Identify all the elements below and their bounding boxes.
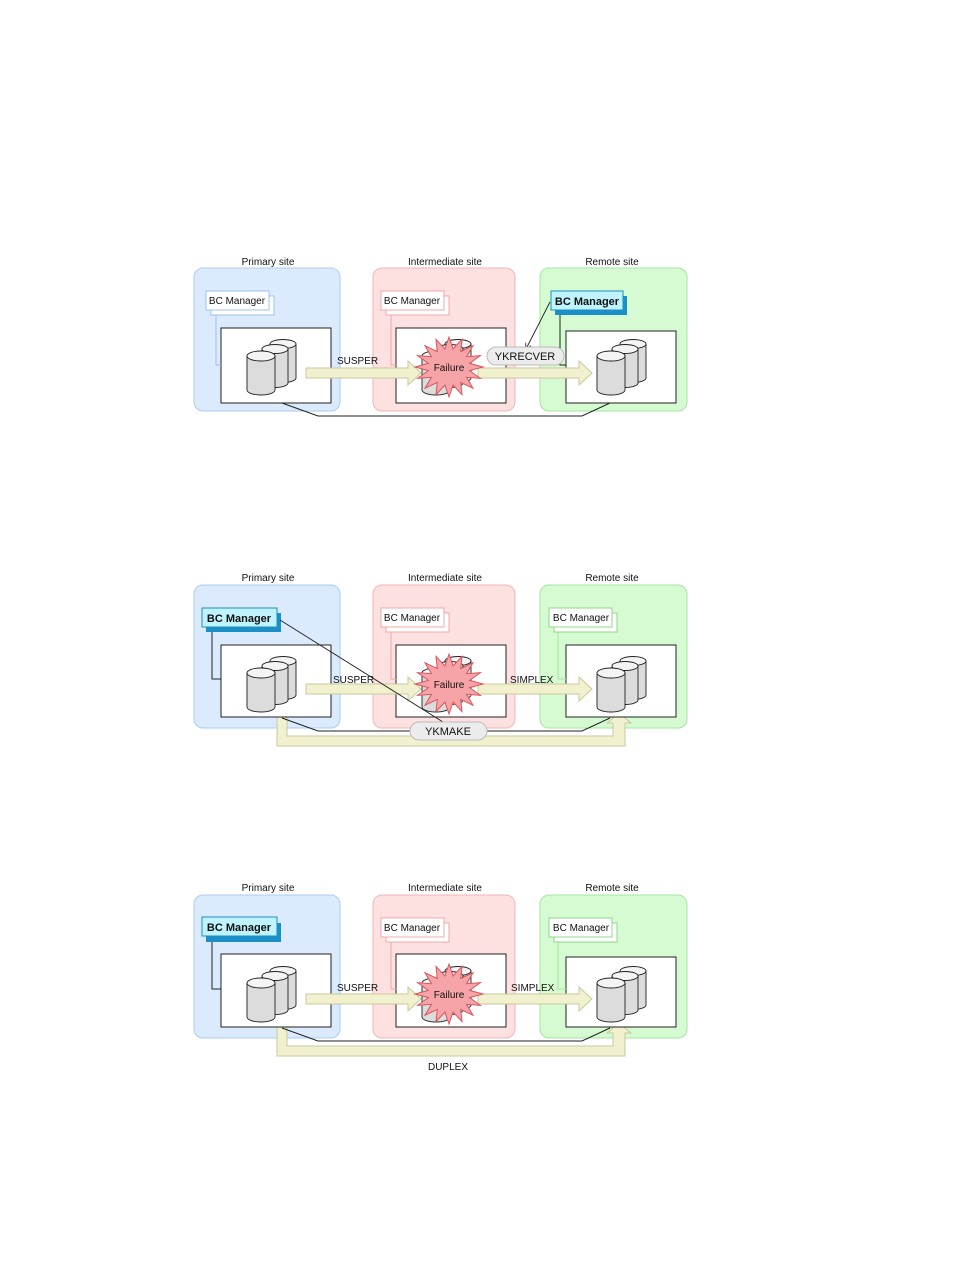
intermediate-bc-manager: BC Manager (380, 290, 450, 316)
bottom-connector-line (281, 402, 611, 417)
remote-bc-connector (557, 629, 566, 680)
recover-arrow (477, 359, 593, 387)
intermediate-bc-connector (390, 939, 396, 990)
intermediate-bc-manager-label: BC Manager (384, 296, 441, 307)
failure-label: Failure (434, 680, 465, 691)
failure-label: Failure (434, 990, 465, 1001)
intermediate-bc-manager: BC Manager (380, 607, 450, 633)
diagram-3: Primary site Intermediate site Remote si… (193, 883, 688, 1073)
intermediate-site-label: Intermediate site (408, 257, 482, 268)
primary-bc-connector (211, 630, 221, 680)
primary-bc-manager: BC Manager (205, 290, 275, 316)
primary-site-label: Primary site (242, 573, 295, 584)
failure-label: Failure (434, 363, 465, 374)
susper-label: SUSPER (333, 675, 374, 686)
command-pointer-line (526, 301, 551, 349)
remote-bc-manager: BC Manager (548, 607, 618, 633)
simplex-arrow (477, 675, 593, 703)
intermediate-bc-connector (390, 312, 396, 366)
susper-label: SUSPER (337, 356, 378, 367)
ykmake-command-label: YKMAKE (425, 726, 471, 738)
primary-bc-connector (215, 312, 221, 366)
primary-site-label: Primary site (242, 257, 295, 268)
primary-bc-manager-label: BC Manager (207, 922, 272, 934)
bottom-connector-line (281, 1027, 611, 1042)
remote-site-label: Remote site (585, 573, 639, 584)
intermediate-bc-manager: BC Manager (380, 917, 450, 943)
command-pointer-line (279, 619, 451, 727)
ykrecver-command-pill (486, 346, 565, 366)
simplex-label: SIMPLEX (510, 675, 554, 686)
remote-bc-manager-label: BC Manager (555, 296, 620, 308)
remote-bc-connector (557, 939, 566, 990)
susper-arrow (305, 675, 422, 703)
primary-bc-manager-active: BC Manager (201, 607, 281, 632)
remote-bc-manager-label: BC Manager (553, 923, 610, 934)
primary-to-remote-bottom-arrow (276, 712, 633, 747)
failure-burst (413, 962, 485, 1026)
intermediate-bc-connector (390, 629, 396, 680)
intermediate-site-label: Intermediate site (408, 573, 482, 584)
remote-site-label: Remote site (585, 883, 639, 894)
intermediate-bc-manager-label: BC Manager (384, 923, 441, 934)
remote-disk-icon (596, 656, 647, 713)
primary-bc-manager-active: BC Manager (201, 916, 281, 942)
primary-bc-manager-label: BC Manager (209, 296, 266, 307)
remote-disk-icon (596, 966, 647, 1023)
remote-site-label: Remote site (585, 257, 639, 268)
ykmake-command-pill (409, 721, 488, 741)
remote-disk-icon (596, 339, 647, 396)
susper-arrow (305, 985, 422, 1013)
remote-bc-manager-active: BC Manager (550, 290, 627, 315)
diagram-2: Primary site Intermediate site Remote si… (193, 573, 688, 747)
intermediate-bc-manager-label: BC Manager (384, 613, 441, 624)
failure-burst (413, 652, 485, 716)
primary-disk-icon (246, 656, 297, 713)
failure-burst (413, 335, 485, 399)
intermediate-site-label: Intermediate site (408, 883, 482, 894)
susper-label: SUSPER (337, 983, 378, 994)
simplex-label: SIMPLEX (511, 983, 555, 994)
primary-bc-connector (211, 940, 221, 990)
primary-bc-manager-label: BC Manager (207, 613, 272, 625)
simplex-arrow (477, 985, 593, 1013)
diagram-1: Primary site Intermediate site Remote si… (193, 257, 688, 417)
remote-bc-manager: BC Manager (548, 917, 618, 943)
susper-arrow (305, 359, 422, 387)
remote-bc-manager-label: BC Manager (553, 613, 610, 624)
remote-bc-connector (559, 314, 566, 366)
duplex-label: DUPLEX (428, 1062, 468, 1073)
primary-disk-icon (246, 966, 297, 1023)
duplex-arrow (276, 1022, 633, 1057)
primary-site-label: Primary site (242, 883, 295, 894)
primary-disk-icon (246, 339, 297, 396)
ykrecver-command-label: YKRECVER (495, 351, 556, 363)
